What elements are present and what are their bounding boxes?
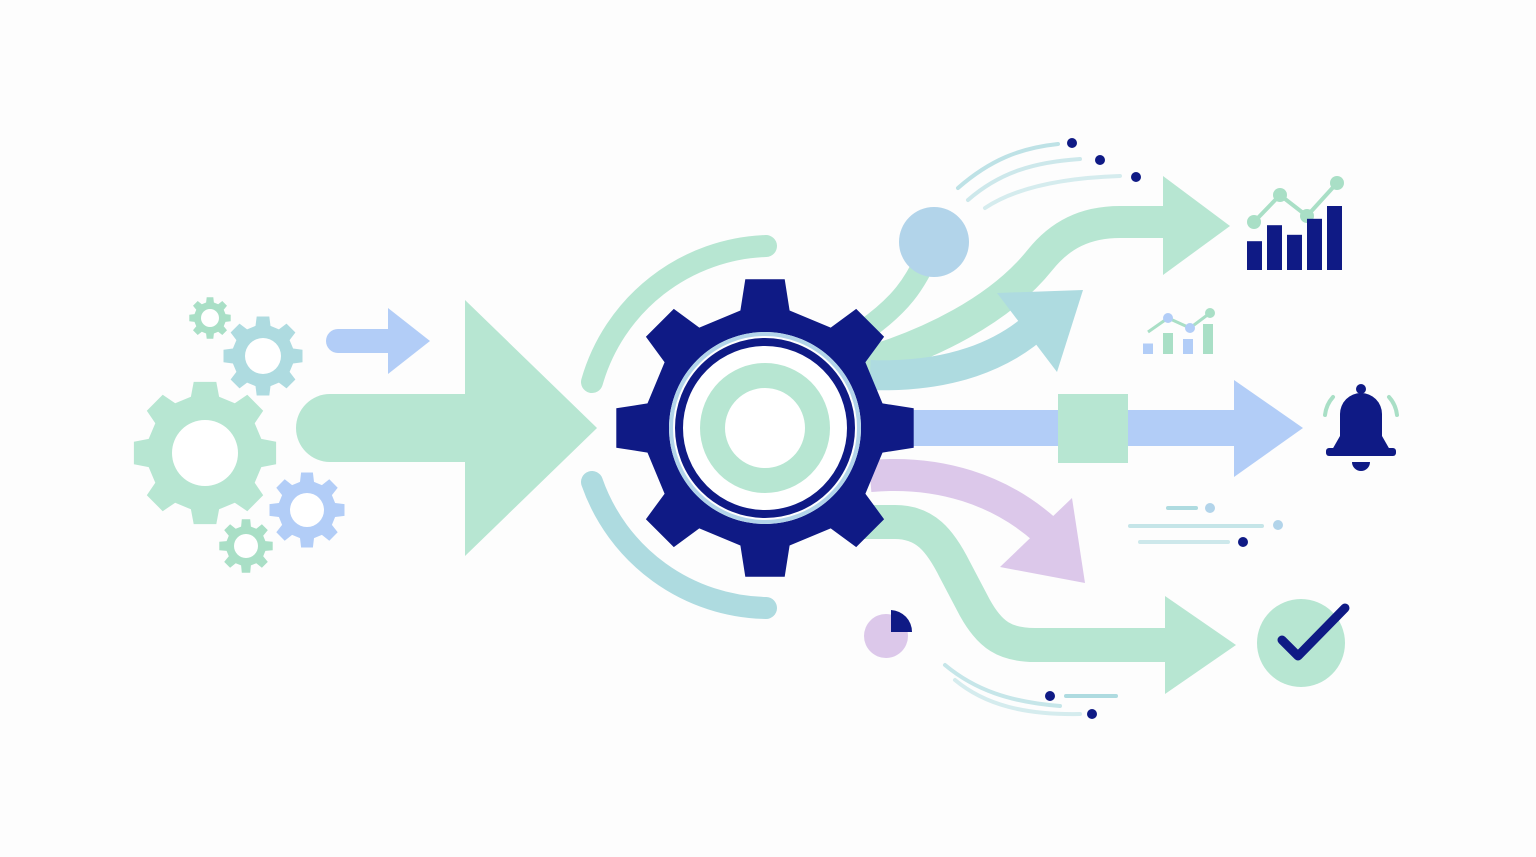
bar-chart-icon <box>1247 176 1344 270</box>
lower-arc <box>581 471 777 619</box>
speed-lines-bottom <box>943 663 1118 719</box>
chart-bar <box>1327 206 1342 270</box>
chart-bar <box>1247 241 1262 270</box>
check-circle-icon <box>1257 599 1350 687</box>
central-gear-icon <box>616 279 914 577</box>
flow-to-alerts <box>890 380 1303 477</box>
mini-chart-bar <box>1143 343 1153 354</box>
gear-icon <box>133 381 277 525</box>
gear-icon <box>219 519 273 573</box>
bell-icon <box>1323 384 1399 471</box>
input-gears-cluster <box>133 297 345 573</box>
flow-to-analytics <box>855 176 1230 381</box>
pie-chart-icon <box>864 610 912 658</box>
speed-lines-right <box>1128 503 1283 547</box>
small-input-arrow <box>326 308 430 374</box>
chart-bar <box>1267 225 1282 270</box>
speed-lines-top <box>956 138 1141 210</box>
flow-lavender-down <box>868 459 1085 583</box>
mini-chart-bar <box>1183 339 1193 354</box>
chart-bar <box>1287 234 1302 270</box>
mini-bar-chart-icon <box>1143 308 1215 354</box>
main-input-arrow <box>296 300 597 556</box>
gear-icon <box>269 472 345 548</box>
mini-chart-bar <box>1163 333 1173 354</box>
upper-arc <box>581 235 777 393</box>
chart-bar <box>1307 218 1322 270</box>
flow-to-dot <box>858 207 969 339</box>
flow-teal-up <box>869 290 1083 391</box>
node-dot <box>899 207 969 277</box>
flow-to-success <box>860 505 1236 694</box>
gear-icon <box>223 316 303 396</box>
mini-chart-bar <box>1203 324 1213 354</box>
process-block <box>1058 394 1128 463</box>
gear-icon <box>189 297 231 339</box>
